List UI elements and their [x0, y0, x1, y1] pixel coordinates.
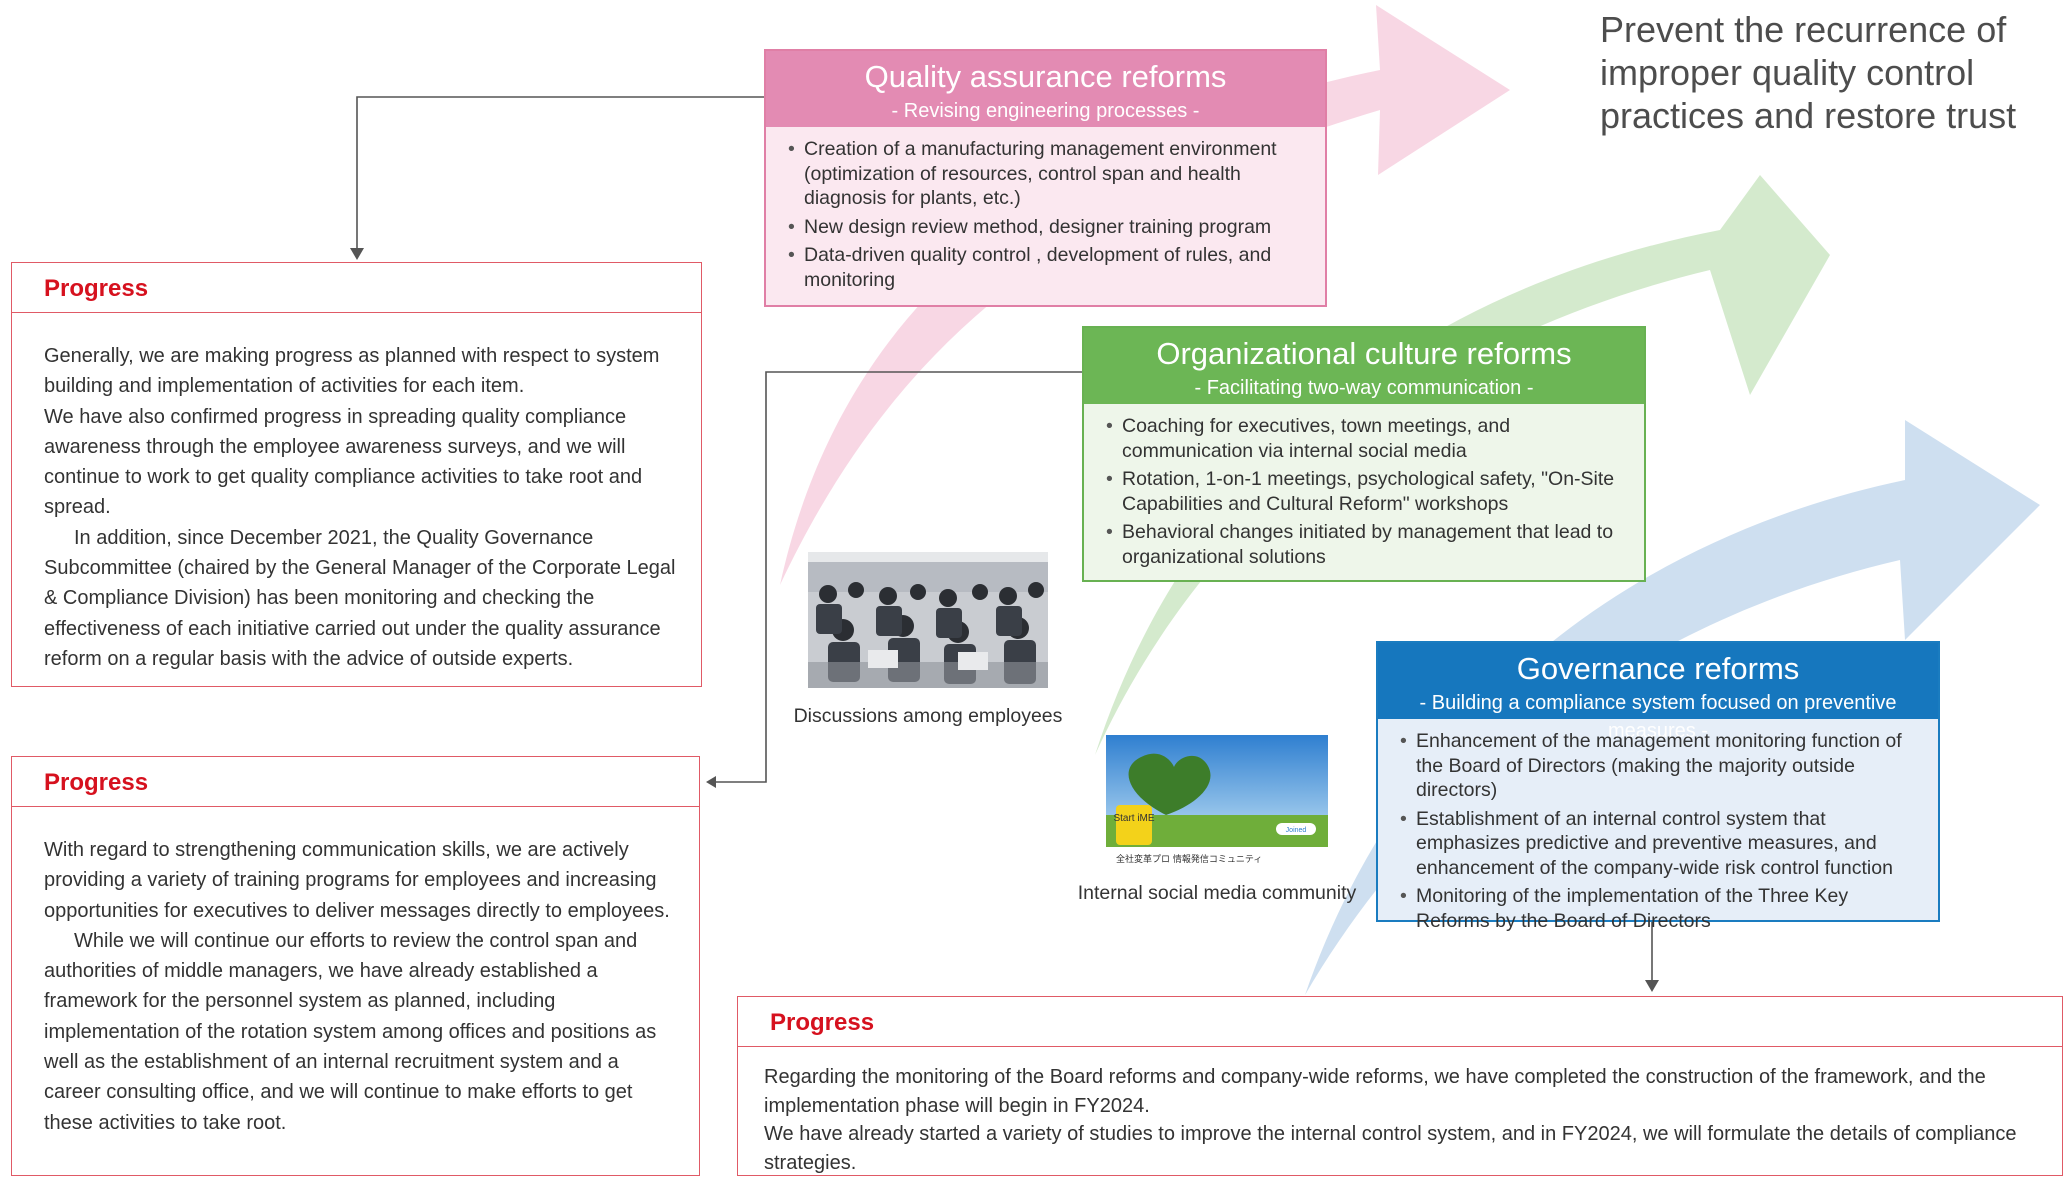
list-item: Creation of a manufacturing management e…	[788, 137, 1311, 211]
progress-box-quality: Progress Generally, we are making progre…	[11, 262, 702, 687]
list-item: Coaching for executives, town meetings, …	[1106, 414, 1630, 463]
culture-reform-header: Organizational culture reforms - Facilit…	[1084, 328, 1644, 404]
governance-reform-title: Governance reforms	[1516, 651, 1800, 686]
progress-box-culture: Progress With regard to strengthening co…	[11, 756, 700, 1176]
progress-title: Progress	[12, 263, 701, 313]
progress-box-governance: Progress Regarding the monitoring of the…	[737, 996, 2063, 1176]
governance-reform-box: Governance reforms - Building a complian…	[1376, 641, 1940, 932]
progress-title: Progress	[12, 757, 699, 807]
progress-text: With regard to strengthening communicati…	[12, 807, 699, 1138]
social-media-photo: Start iME Joined 全社変革プロ 情報発信コミュニティ	[1106, 735, 1328, 872]
quality-reform-box: Quality assurance reforms - Revising eng…	[764, 49, 1327, 307]
culture-reform-box: Organizational culture reforms - Facilit…	[1082, 326, 1646, 582]
progress-paragraph: We have already started a variety of stu…	[764, 1123, 2017, 1174]
quality-arrow	[780, 5, 1510, 585]
list-item: Data-driven quality control , developmen…	[788, 243, 1311, 292]
discussion-caption: Discussions among employees	[793, 705, 1063, 727]
headline: Prevent the recurrence of improper quali…	[1600, 9, 2017, 136]
progress-paragraph: Generally, we are making progress as pla…	[44, 345, 660, 398]
culture-reform-list: Coaching for executives, town meetings, …	[1084, 404, 1644, 579]
quality-reform-subtitle: - Revising engineering processes -	[891, 100, 1200, 122]
progress-paragraph: We have also confirmed progress in sprea…	[44, 405, 643, 519]
culture-reform-title: Organizational culture reforms	[1156, 336, 1572, 371]
list-item: Enhancement of the management monitoring…	[1400, 729, 1924, 803]
progress-paragraph: While we will continue our efforts to re…	[44, 929, 657, 1134]
discussion-photo	[808, 552, 1048, 688]
joined-label: Joined	[1286, 827, 1307, 834]
governance-arrow	[1305, 420, 2040, 995]
start-ime-text: Start iME	[1113, 813, 1154, 824]
list-item: New design review method, designer train…	[788, 215, 1311, 240]
list-item: Monitoring of the implementation of the …	[1400, 884, 1924, 933]
quality-reform-list: Creation of a manufacturing management e…	[766, 127, 1325, 302]
progress-paragraph: With regard to strengthening communicati…	[44, 839, 670, 922]
progress-paragraph: Regarding the monitoring of the Board re…	[764, 1066, 1986, 1117]
social-banner-text: 全社変革プロ 情報発信コミュニティ	[1116, 855, 1263, 865]
governance-reform-list: Enhancement of the management monitoring…	[1378, 719, 1938, 943]
governance-reform-header: Governance reforms - Building a complian…	[1378, 643, 1938, 742]
list-item: Rotation, 1-on-1 meetings, psychological…	[1106, 467, 1630, 516]
quality-reform-title: Quality assurance reforms	[864, 59, 1227, 94]
start-ime-badge	[1116, 805, 1152, 845]
quality-reform-header: Quality assurance reforms - Revising eng…	[766, 51, 1325, 127]
culture-reform-subtitle: - Facilitating two-way communication -	[1194, 377, 1534, 399]
culture-arrow	[1095, 175, 1830, 755]
social-media-caption: Internal social media community	[1077, 882, 1357, 904]
list-item: Establishment of an internal control sys…	[1400, 807, 1924, 881]
progress-text: Generally, we are making progress as pla…	[12, 313, 701, 674]
progress-text: Regarding the monitoring of the Board re…	[738, 1047, 2062, 1177]
progress-title: Progress	[738, 997, 2062, 1047]
list-item: Behavioral changes initiated by manageme…	[1106, 520, 1630, 569]
progress-paragraph: In addition, since December 2021, the Qu…	[44, 526, 676, 670]
